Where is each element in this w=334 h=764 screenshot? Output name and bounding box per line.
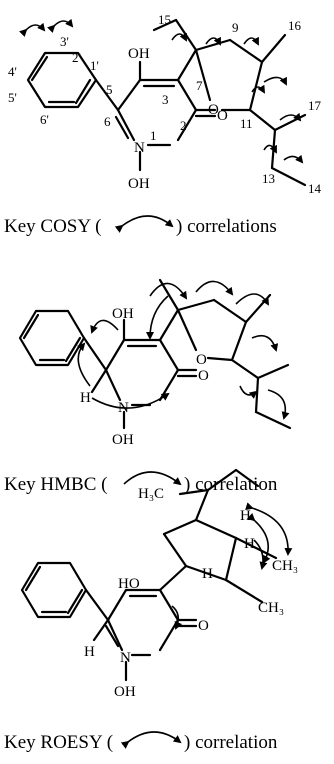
panel-roesy: H₃C HO H H H H CH₃ CH₃ O N OH Key ROESY … xyxy=(4,468,298,753)
ch3-label-b: CH₃ xyxy=(258,600,284,616)
carbonyl-oxygen-label: O xyxy=(217,108,228,124)
h-label-b: H xyxy=(244,536,255,552)
atom-number-1-prime: 1' xyxy=(90,58,99,73)
hmbc-arrows xyxy=(77,280,290,420)
roesy-arrows xyxy=(171,502,293,630)
atom-number-7: 7 xyxy=(196,78,203,93)
atom-number-15: 15 xyxy=(158,12,171,27)
nitrogen-label: N xyxy=(134,140,145,156)
atom-number-4-prime: 4' xyxy=(8,64,17,79)
cosy-key-arrow xyxy=(114,215,174,233)
h-label-a: H xyxy=(240,508,251,524)
carbonyl-oxygen-label: O xyxy=(198,618,209,634)
roesy-key-arrow xyxy=(120,731,182,749)
atom-number-6-prime: 6' xyxy=(40,112,49,127)
hmbc-key-arrow xyxy=(123,471,182,486)
ho-label: HO xyxy=(118,576,140,592)
atom-number-2-prime: 2' xyxy=(72,50,81,65)
atom-number-5: 5 xyxy=(106,82,113,97)
cosy-caption-suffix: ) correlations xyxy=(176,216,277,237)
atom-number-3-prime: 3' xyxy=(60,34,69,49)
h-ring-label: H xyxy=(84,644,95,660)
n-hydroxy-label: OH xyxy=(114,684,136,700)
carbonyl-oxygen-label: O xyxy=(198,368,209,384)
cosy-arrows xyxy=(18,18,304,164)
cosy-caption: Key COSY ( ) correlations xyxy=(4,215,277,237)
atom-number-3: 3 xyxy=(162,92,169,107)
ch3-label-a: CH₃ xyxy=(272,558,298,574)
atom-number-13: 13 xyxy=(262,171,275,186)
pyran-ring xyxy=(152,18,307,187)
atom-number-2: 2 xyxy=(180,118,187,133)
pyran-ring-3d xyxy=(158,468,278,604)
oh-label: OH xyxy=(112,306,134,322)
h-label-c: H xyxy=(202,566,213,582)
cosy-caption-prefix: Key COSY ( xyxy=(4,216,101,237)
atom-number-11: 11 xyxy=(240,116,253,131)
h6-label: H xyxy=(80,390,91,406)
pyridinone-ring xyxy=(94,60,217,172)
pyridinone-ring xyxy=(84,588,198,682)
atom-number-16: 16 xyxy=(288,18,302,33)
atom-number-17: 17 xyxy=(308,98,322,113)
phenyl-ring xyxy=(18,309,86,367)
oh-label: OH xyxy=(128,46,150,62)
atom-number-14: 14 xyxy=(308,181,322,196)
pyridinone-ring xyxy=(82,318,198,430)
roesy-caption: Key ROESY ( ) correlation xyxy=(4,731,278,753)
roesy-caption-suffix: ) correlation xyxy=(184,732,278,753)
atom-number-5-prime: 5' xyxy=(8,90,17,105)
atom-number-1: 1 xyxy=(150,128,157,143)
n-hydroxy-label: OH xyxy=(112,432,134,448)
phenyl-ring xyxy=(20,561,88,619)
ring-oxygen-label: O xyxy=(208,102,219,118)
ring-oxygen-label: O xyxy=(196,352,207,368)
atom-number-6: 6 xyxy=(104,114,111,129)
pyran-ring xyxy=(158,278,292,430)
roesy-caption-prefix: Key ROESY ( xyxy=(4,732,113,753)
panel-cosy: OH O O N OH 1 2 3 5 6 7 9 11 13 14 15 16… xyxy=(4,12,322,237)
panel-hmbc: OH O O N OH H Key HMBC ( ) correlation xyxy=(4,278,292,495)
n-hydroxy-label: OH xyxy=(128,176,150,192)
nitrogen-label: N xyxy=(120,650,131,666)
phenyl-ring xyxy=(26,51,98,109)
h3c-label: H₃C xyxy=(138,486,164,502)
hmbc-caption-prefix: Key HMBC ( xyxy=(4,474,107,495)
atom-number-9: 9 xyxy=(232,20,239,35)
